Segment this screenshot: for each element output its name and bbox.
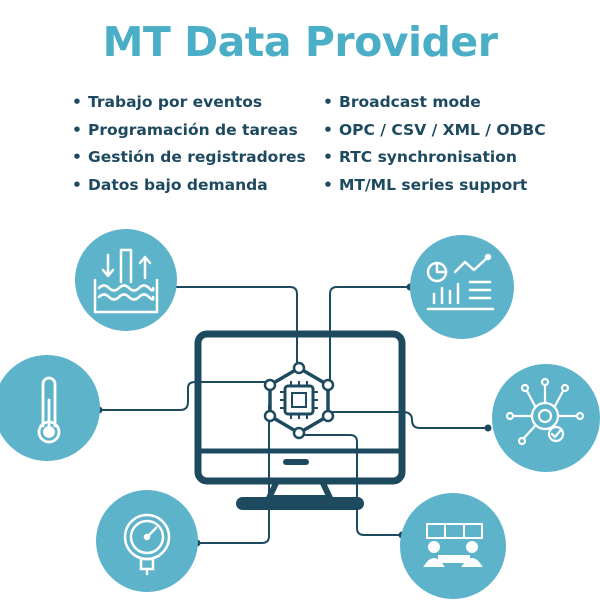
water-level-circle (75, 229, 177, 331)
feature-list-right: Broadcast mode OPC / CSV / XML / ODBC RT… (323, 90, 546, 201)
connector-gear (327, 411, 490, 429)
connector-analytics (329, 286, 412, 382)
feature-item: MT/ML series support (323, 173, 546, 201)
thermometer-icon (37, 376, 61, 444)
feature-item: Gestión de registradores (72, 145, 306, 173)
feature-item: RTC synchronisation (323, 145, 546, 173)
control-room-circle (400, 493, 506, 599)
connector-thermometer (97, 381, 267, 411)
gear-circle (492, 364, 600, 472)
connector-gauge (195, 405, 270, 544)
monitor-icon (194, 330, 406, 510)
control-room-icon (423, 523, 483, 567)
pressure-circle (96, 490, 198, 592)
analytics-dashboard-icon (426, 253, 495, 311)
feature-item: Trabajo por eventos (72, 90, 306, 118)
feature-item: Broadcast mode (323, 90, 546, 118)
page-title: MT Data Provider (102, 18, 498, 66)
analytics-circle (410, 235, 514, 339)
water-level-icon (93, 248, 159, 314)
gear-network-icon (505, 377, 585, 446)
feature-item: Datos bajo demanda (72, 173, 306, 201)
feature-item: Programación de tareas (72, 118, 306, 146)
connector-water (168, 286, 298, 368)
feature-item: OPC / CSV / XML / ODBC (323, 118, 546, 146)
connector-control-room (302, 434, 402, 536)
pressure-gauge-icon (123, 513, 171, 576)
connector-lines (97, 286, 490, 544)
feature-list-left: Trabajo por eventos Programación de tare… (72, 90, 306, 201)
chip-icon (263, 361, 335, 440)
